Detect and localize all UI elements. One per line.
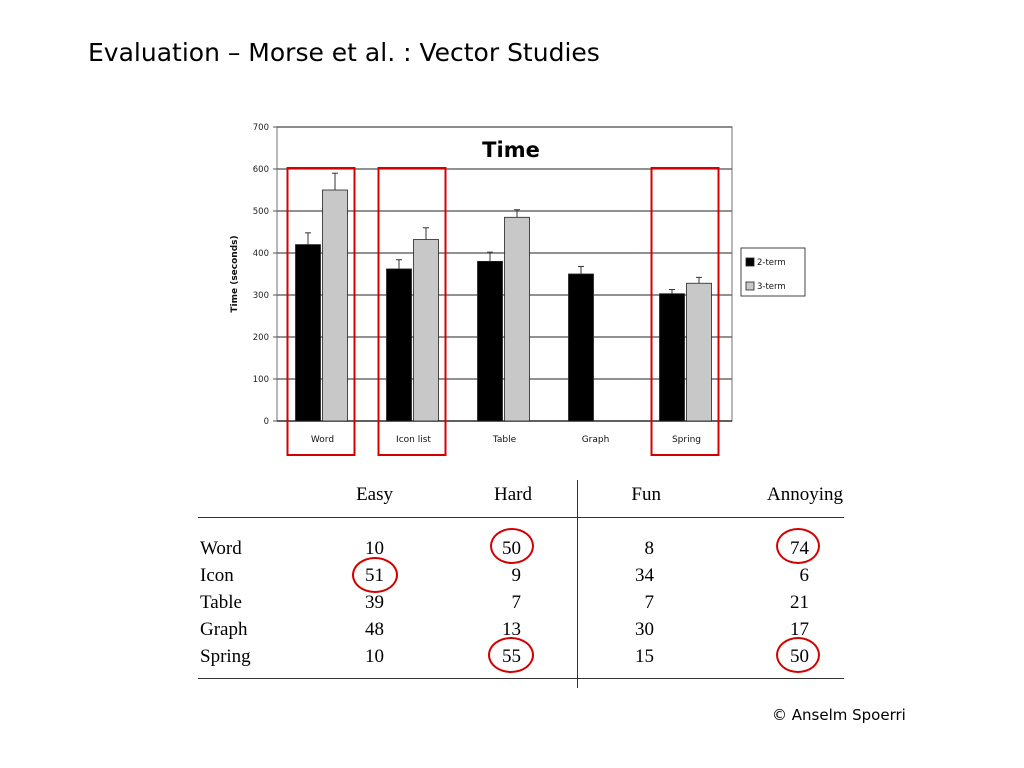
row-label-graph: Graph: [200, 619, 248, 640]
bar-2-term-Word: [295, 244, 321, 422]
cell-graph-annoying: 17: [790, 619, 809, 640]
bar-3-term-Spring: [686, 282, 712, 422]
col-header-annoying: Annoying: [767, 484, 843, 505]
row-label-spring: Spring: [200, 646, 251, 667]
y-tick-label: 100: [253, 375, 269, 385]
cell-graph-fun: 30: [635, 619, 654, 640]
cell-table-fun: 7: [644, 592, 655, 613]
cell-table-hard: 7: [511, 592, 522, 613]
y-tick-label: 700: [253, 123, 269, 133]
table-header-rule: [198, 517, 844, 518]
highlight-ring-word-annoying: [776, 528, 820, 564]
legend-label-3-term: 3-term: [757, 282, 786, 292]
y-tick-label: 0: [264, 417, 269, 427]
row-label-word: Word: [200, 538, 242, 559]
x-tick-label-Word: Word: [311, 435, 334, 445]
cell-table-annoying: 21: [790, 592, 809, 613]
legend-swatch-2-term: [745, 257, 755, 267]
cell-spring-fun: 15: [635, 646, 654, 667]
highlight-ring-spring-annoying: [776, 637, 820, 673]
x-tick-label-Icon list: Icon list: [396, 435, 431, 445]
highlight-box-Spring: [650, 167, 720, 456]
y-tick-label: 300: [253, 291, 269, 301]
highlight-ring-word-hard: [490, 528, 534, 564]
bar-2-term-Graph: [568, 273, 594, 422]
y-axis-label: Time (seconds): [230, 235, 240, 312]
cell-word-easy: 10: [365, 538, 384, 559]
cell-icon-annoying: 6: [799, 565, 810, 586]
cell-word-fun: 8: [644, 538, 655, 559]
x-tick-label-Graph: Graph: [582, 435, 610, 445]
cell-graph-hard: 13: [502, 619, 521, 640]
cell-icon-hard: 9: [511, 565, 522, 586]
bar-2-term-Spring: [659, 293, 685, 422]
legend-swatch-3-term: [745, 281, 755, 291]
x-tick-label-Table: Table: [492, 435, 517, 445]
cell-icon-fun: 34: [635, 565, 654, 586]
slide-title: Evaluation – Morse et al. : Vector Studi…: [88, 38, 600, 67]
highlight-ring-icon-easy: [352, 557, 398, 593]
highlight-ring-spring-hard: [488, 637, 534, 673]
y-tick-label: 400: [253, 249, 269, 259]
survey-table: Easy Hard Fun Annoying Word 10 50 8 74 I…: [198, 480, 844, 690]
y-tick-label: 200: [253, 333, 269, 343]
highlight-box-Icon list: [377, 167, 447, 456]
highlight-box-Word: [286, 167, 356, 456]
cell-graph-easy: 48: [365, 619, 384, 640]
legend-label-2-term: 2-term: [757, 258, 786, 268]
bar-3-term-Icon list: [413, 239, 439, 422]
table-column-divider: [577, 480, 578, 688]
bar-2-term-Icon list: [386, 268, 412, 422]
col-header-hard: Hard: [494, 484, 532, 505]
col-header-fun: Fun: [631, 484, 661, 505]
col-header-easy: Easy: [356, 484, 393, 505]
x-tick-label-Spring: Spring: [672, 435, 701, 445]
row-label-icon: Icon: [200, 565, 234, 586]
cell-table-easy: 39: [365, 592, 384, 613]
row-label-table: Table: [200, 592, 242, 613]
y-tick-label: 500: [253, 207, 269, 217]
bar-3-term-Word: [322, 189, 348, 422]
bar-3-term-Table: [504, 216, 530, 422]
table-bottom-rule: [198, 678, 844, 679]
bar-2-term-Table: [477, 260, 503, 422]
copyright-notice: © Anselm Spoerri: [772, 706, 906, 724]
chart-title: Time: [482, 138, 540, 162]
y-tick-label: 600: [253, 165, 269, 175]
cell-spring-easy: 10: [365, 646, 384, 667]
